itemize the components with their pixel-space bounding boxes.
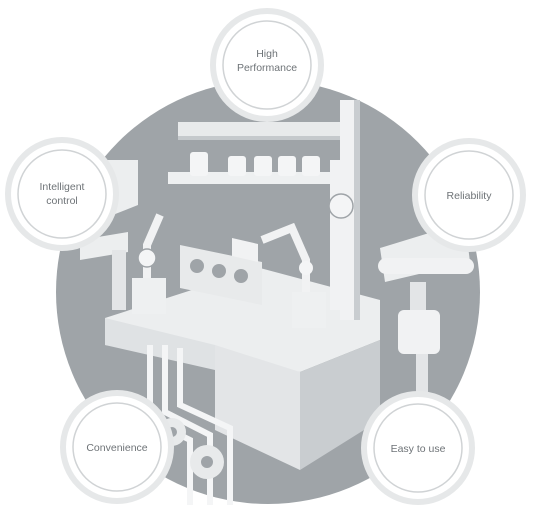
robot-arm-right [260,222,326,328]
gear-icon [190,445,224,479]
badge-label: Easy to use [391,443,446,455]
badge-convenience: Convenience [60,390,174,504]
badge-label: control [46,195,78,207]
badge-reliability: Reliability [412,138,526,252]
badge-label: Convenience [86,442,147,454]
badge-intelligent-control: Intelligent control [5,137,119,251]
badge-label: High [256,48,278,60]
gear-panel-machine [180,238,262,305]
badge-label: Reliability [447,190,493,202]
badge-easy-to-use: Easy to use [361,391,475,505]
robot-arm-left [132,213,166,314]
badge-label: Performance [237,62,297,74]
product-shelf [168,152,338,184]
center-column [328,160,354,310]
badge-label: Intelligent [40,181,85,193]
badge-high-performance: High Performance [210,8,324,122]
